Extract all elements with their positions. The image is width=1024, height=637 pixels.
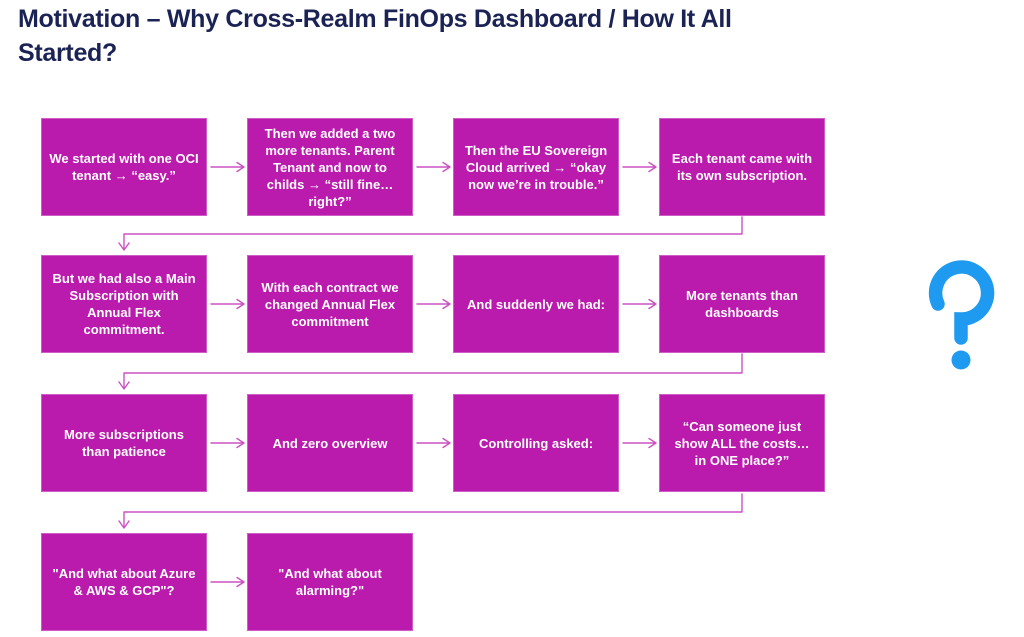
flow-box-r3c3: Controlling asked:: [453, 394, 619, 492]
arrow-r3-gap3: [622, 437, 657, 449]
flow-box-r2c3: And suddenly we had:: [453, 255, 619, 353]
flow-box-r1c4: Each tenant came with its own subscripti…: [659, 118, 825, 216]
flow-box-r2c1: But we had also a Main Subscription with…: [41, 255, 207, 353]
elbow-connector-2: [118, 353, 743, 390]
arrow-r3-gap1: [210, 437, 245, 449]
flow-box-r3c2: And zero overview: [247, 394, 413, 492]
slide-title: Motivation – Why Cross-Realm FinOps Dash…: [18, 5, 732, 67]
flow-box-r4c1: "And what about Azure & AWS & GCP"?: [41, 533, 207, 631]
flow-box-r4c2: "And what about alarming?": [247, 533, 413, 631]
flow-box-r2c4: More tenants than dashboards: [659, 255, 825, 353]
elbow-connector-1: [118, 216, 743, 251]
arrow-r1-gap3: [622, 161, 657, 173]
flow-box-r2c2: With each contract we changed Annual Fle…: [247, 255, 413, 353]
arrow-r4-gap1: [210, 576, 245, 588]
arrow-r1-gap1: [210, 161, 245, 173]
flow-box-r1c3: Then the EU Sovereign Cloud arrived → “o…: [453, 118, 619, 216]
arrow-r3-gap2: [416, 437, 451, 449]
arrow-r2-gap2: [416, 298, 451, 310]
arrow-r2-gap1: [210, 298, 245, 310]
flow-box-r3c1: More subscriptions than patience: [41, 394, 207, 492]
arrow-r2-gap3: [622, 298, 657, 310]
question-mark-icon: [928, 260, 995, 370]
flow-box-r1c1: We started with one OCI tenant → “easy.”: [41, 118, 207, 216]
elbow-connector-3: [118, 493, 743, 529]
flow-box-r3c4: “Can someone just show ALL the costs… in…: [659, 394, 825, 492]
flow-box-r1c2: Then we added a two more tenants. Parent…: [247, 118, 413, 216]
arrow-r1-gap2: [416, 161, 451, 173]
